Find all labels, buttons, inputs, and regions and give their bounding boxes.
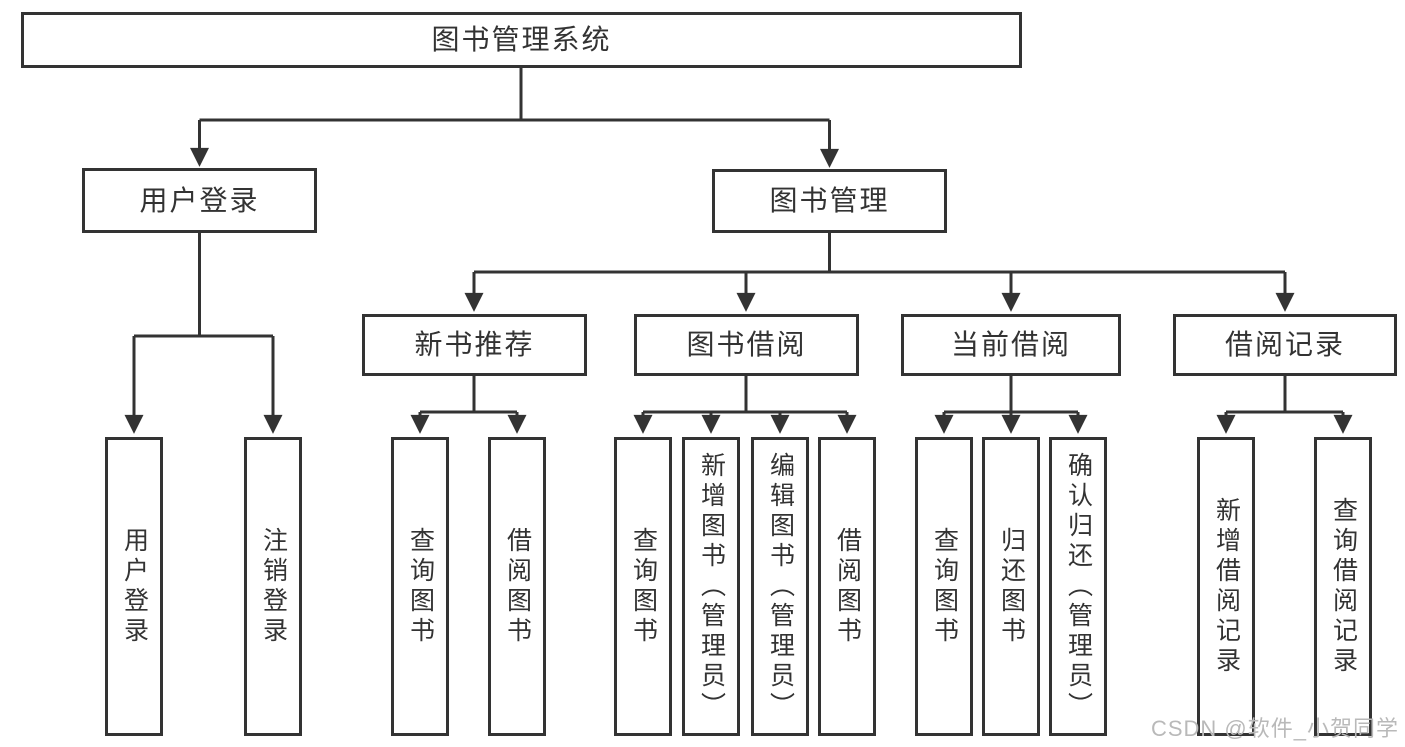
leaf-borrow-books: 借阅图书: [818, 437, 876, 736]
leaf-add-books-admin: 新增图书（管理员）: [682, 437, 740, 736]
leaf-add-borrow-record: 新增借阅记录: [1197, 437, 1255, 736]
leaf-borrow-books-recommend: 借阅图书: [488, 437, 546, 736]
leaf-confirm-return-admin: 确认归还（管理员）: [1049, 437, 1107, 736]
leaf-edit-books-admin: 编辑图书（管理员）: [751, 437, 809, 736]
node-new-book-recommendation: 新书推荐: [362, 314, 587, 376]
leaf-user-login: 用户登录: [105, 437, 163, 736]
leaf-query-borrow-record: 查询借阅记录: [1314, 437, 1372, 736]
node-book-borrowing: 图书借阅: [634, 314, 859, 376]
leaf-query-books-borrowing: 查询图书: [614, 437, 672, 736]
node-book-management-branch: 图书管理: [712, 169, 947, 233]
leaf-logout: 注销登录: [244, 437, 302, 736]
node-user-login-branch: 用户登录: [82, 168, 317, 233]
node-borrowing-records: 借阅记录: [1173, 314, 1397, 376]
leaf-query-books-current: 查询图书: [915, 437, 973, 736]
leaf-return-books: 归还图书: [982, 437, 1040, 736]
node-library-management-system: 图书管理系统: [21, 12, 1022, 68]
leaf-query-books-recommend: 查询图书: [391, 437, 449, 736]
node-current-borrowing: 当前借阅: [901, 314, 1121, 376]
csdn-watermark: CSDN @软件_小贺同学: [1150, 716, 1399, 741]
